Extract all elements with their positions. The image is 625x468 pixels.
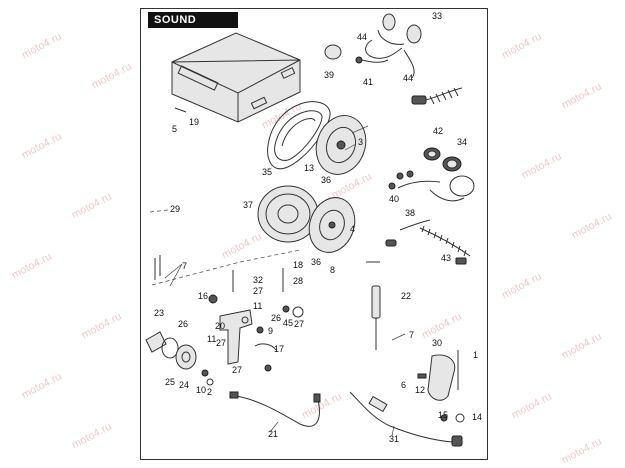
callout-c21: 21 — [268, 429, 278, 439]
reference-line-29 — [149, 209, 169, 213]
callout-c30: 30 — [432, 338, 442, 348]
callout-c29: 29 — [170, 204, 180, 214]
leader-lines — [164, 143, 406, 437]
callout-c44a: 44 — [357, 32, 367, 42]
callout-c44b: 44 — [403, 73, 413, 83]
callout-c39: 39 — [324, 70, 334, 80]
callout-c34: 34 — [457, 137, 467, 147]
speaker-lower-back-drawing — [257, 185, 319, 243]
reference-line-upper — [151, 249, 301, 286]
speaker-lower-front-drawing — [308, 197, 356, 253]
callout-c11a: 11 — [253, 301, 262, 311]
callout-c42: 42 — [433, 126, 443, 136]
callout-c10: 10 — [196, 385, 206, 395]
callout-c15: 15 — [438, 410, 448, 420]
callout-c37: 37 — [243, 200, 253, 210]
callout-c31: 31 — [389, 434, 399, 444]
callout-c22: 22 — [401, 291, 411, 301]
bracket-20-drawing — [208, 294, 304, 372]
callout-c5: 5 — [172, 124, 177, 134]
callout-c6: 6 — [401, 380, 406, 390]
callout-c27a: 27 — [253, 286, 263, 296]
callout-c24: 24 — [179, 380, 189, 390]
callout-c43: 43 — [441, 253, 451, 263]
studs-and-pins-drawing — [154, 255, 381, 350]
speaker-upper-drawing — [315, 115, 369, 175]
callout-c11b: 11 — [207, 334, 216, 344]
diagram-title: SOUND SYSTEM — [148, 12, 238, 42]
callout-c16: 16 — [198, 291, 208, 301]
callout-c28: 28 — [293, 276, 303, 286]
headset-drawing — [324, 13, 422, 79]
callout-c32: 32 — [253, 275, 263, 285]
callout-c38: 38 — [405, 208, 415, 218]
callout-c26b: 26 — [271, 313, 281, 323]
callout-c45: 45 — [283, 318, 293, 328]
radio-unit-drawing — [171, 32, 301, 123]
mount-bracket-30-drawing — [417, 350, 465, 423]
callout-c12: 12 — [415, 385, 425, 395]
callout-c7a: 7 — [182, 261, 187, 271]
callout-c1: 1 — [473, 350, 478, 360]
callout-c18: 18 — [293, 260, 303, 270]
callout-c2: 2 — [207, 387, 212, 397]
callout-c33: 33 — [432, 11, 442, 21]
callout-c27c: 27 — [216, 338, 226, 348]
callout-c40: 40 — [389, 194, 399, 204]
callout-c26a: 26 — [178, 319, 188, 329]
callout-c8: 8 — [330, 265, 335, 275]
cable-31-drawing — [349, 391, 463, 447]
callout-c3: 3 — [358, 137, 363, 147]
callout-c14: 14 — [472, 412, 482, 422]
coiled-cord-42-drawing — [411, 87, 463, 105]
callout-c13: 13 — [304, 163, 314, 173]
callout-c27b: 27 — [294, 319, 304, 329]
callout-c36a: 36 — [321, 175, 331, 185]
wiring-harness-38-drawing — [385, 170, 475, 247]
cable-21-drawing — [229, 391, 321, 427]
coiled-cord-43-drawing — [419, 225, 471, 265]
disc-stack-drawing — [145, 331, 214, 386]
ring-parts-34-drawing — [423, 147, 462, 172]
callout-c41: 41 — [363, 77, 373, 87]
callout-c27d: 27 — [232, 365, 242, 375]
callout-c4: 4 — [350, 224, 355, 234]
callout-c19: 19 — [189, 117, 199, 127]
callout-c17: 17 — [274, 344, 284, 354]
callout-c9: 9 — [268, 326, 273, 336]
callout-c36b: 36 — [311, 257, 321, 267]
callout-c23: 23 — [154, 308, 164, 318]
callout-c35: 35 — [262, 167, 272, 177]
callout-c7b: 7 — [409, 330, 414, 340]
callout-c25: 25 — [165, 377, 175, 387]
callout-c20: 20 — [215, 321, 225, 331]
